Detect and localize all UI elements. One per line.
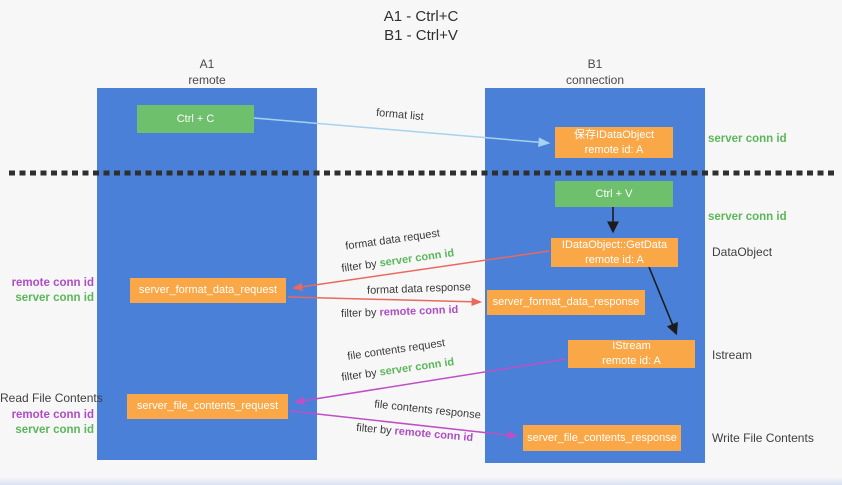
save-idataobject-line1: 保存IDataObject [573, 128, 655, 141]
title-line-2: B1 - Ctrl+V [384, 26, 458, 44]
right-column-header: B1 connection [515, 57, 675, 88]
right-column-name: B1 [587, 57, 603, 71]
left-server-conn-id-label-2: server conn id [15, 424, 94, 436]
getdata-line1: IDataObject::GetData [561, 238, 668, 251]
left-column-role: remote [188, 72, 226, 87]
filter-by-text: filter by [340, 367, 378, 384]
ctrl-c-box: Ctrl + C [137, 105, 254, 133]
file-contents-response-label: file contents response [373, 398, 482, 422]
format-list-label: format list [375, 106, 425, 124]
remote-conn-id-text: remote conn id [379, 303, 459, 319]
server-conn-id-text: server conn id [378, 356, 455, 379]
format-data-response-label: format data response [366, 281, 472, 297]
ctrl-v-label: Ctrl + V [595, 187, 633, 200]
server-format-data-request-label: server_format_data_request [138, 284, 278, 297]
istream-box: IStream remote id: A [568, 340, 695, 368]
read-file-contents-label: Read File Contents [0, 391, 103, 405]
server-format-data-response-label: server_format_data_response [492, 296, 640, 309]
left-column-header: A1 remote [127, 57, 287, 88]
ctrl-v-box: Ctrl + V [555, 181, 673, 207]
ctrl-c-label: Ctrl + C [176, 112, 215, 125]
idataobject-getdata-box: IDataObject::GetData remote id: A [551, 238, 678, 267]
server-file-contents-response-label: server_file_contents_response [527, 431, 677, 444]
server-file-contents-response-box: server_file_contents_response [523, 425, 681, 451]
istream-line2: remote id: A [602, 355, 661, 367]
dataobject-label: DataObject [712, 245, 773, 259]
save-idataobject-line2: remote id: A [584, 143, 644, 156]
server-file-contents-request-box: server_file_contents_request [127, 394, 288, 419]
filter-by-text: filter by [340, 306, 377, 321]
right-column-role: connection [565, 72, 625, 87]
istream-line1: IStream [612, 340, 651, 353]
write-file-contents-label: Write File Contents [712, 431, 814, 445]
getdata-line2: remote id: A [585, 253, 644, 266]
filter-by-text: filter by [340, 258, 378, 275]
left-column-name: A1 [199, 57, 215, 71]
remote-conn-id-text: remote conn id [394, 425, 474, 445]
istream-side-label: Istream [712, 348, 753, 362]
format-data-request-label: format data request [344, 227, 441, 253]
left-server-conn-id-label-1: server conn id [15, 292, 94, 304]
diagram-title: A1 - Ctrl+C B1 - Ctrl+V [0, 8, 842, 46]
bottom-edge-strip [0, 478, 842, 485]
right-server-conn-id-label-2: server conn id [708, 211, 787, 223]
server-file-contents-request-label: server_file_contents_request [136, 400, 279, 413]
server-format-data-request-box: server_format_data_request [130, 278, 286, 303]
left-remote-conn-id-label-2: remote conn id [11, 409, 94, 421]
filter-by-text: filter by [355, 421, 393, 437]
server-conn-id-text: server conn id [378, 247, 455, 270]
filter-by-server-conn-id-label-1: filter byserver conn id [341, 247, 455, 275]
title-line-1: A1 - Ctrl+C [383, 8, 459, 25]
right-server-conn-id-label-1: server conn id [708, 133, 787, 145]
server-format-data-response-box: server_format_data_response [487, 290, 645, 315]
left-remote-conn-id-label-1: remote conn id [11, 277, 94, 289]
save-idataobject-box: 保存IDataObject remote id: A [555, 127, 673, 158]
